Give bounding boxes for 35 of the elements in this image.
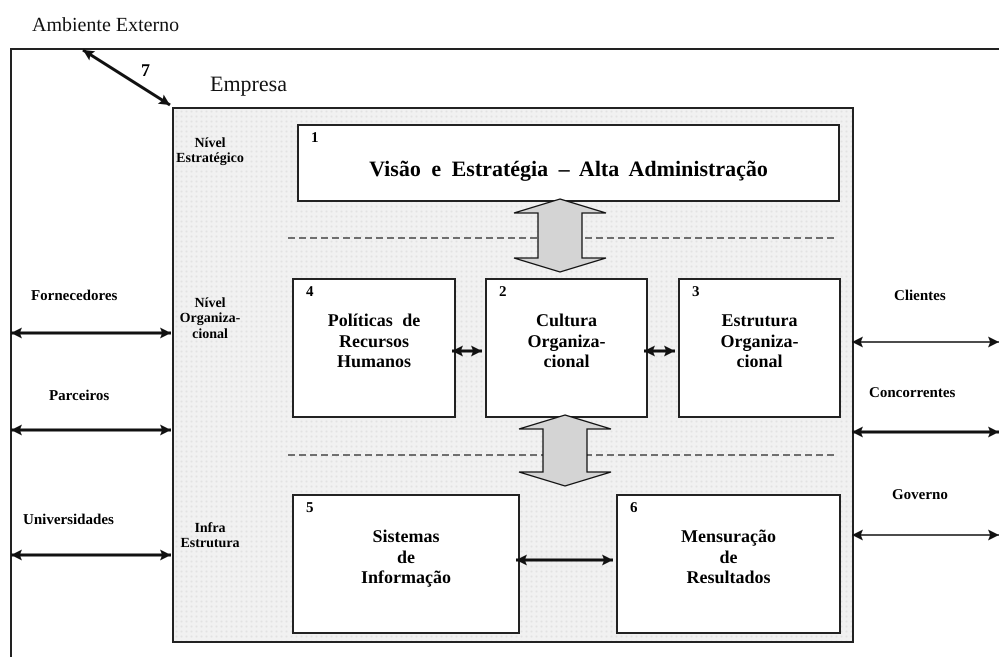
- process-box: [297, 124, 840, 202]
- level-label: Infra Estrutura: [179, 521, 241, 552]
- process-box: [678, 278, 841, 418]
- box-title: Políticas de Recursos Humanos: [326, 310, 422, 372]
- box-title: Mensuração de Resultados: [681, 526, 776, 588]
- block-arrow: [513, 198, 607, 273]
- box-number: 3: [692, 284, 700, 301]
- double-arrow: [11, 328, 171, 338]
- level-label: Nível Estratégico: [175, 136, 245, 167]
- box-title: Sistemas de Informação: [361, 526, 451, 588]
- block-arrow: [518, 414, 612, 487]
- process-box: [616, 494, 841, 634]
- process-box: [485, 278, 648, 418]
- double-arrow: [11, 424, 171, 436]
- box-number: 2: [499, 284, 506, 301]
- level-label: Nível Organiza- cional: [178, 296, 242, 342]
- group-heading: Ambiente Externo: [32, 14, 180, 37]
- box-title: Cultura Organiza- cional: [526, 310, 606, 372]
- process-box: [292, 278, 456, 418]
- box-number: 1: [311, 130, 318, 147]
- box-title: Estrutura Organiza- cional: [720, 310, 800, 372]
- box-number: 6: [630, 500, 638, 517]
- double-arrow: [516, 554, 613, 566]
- double-arrow: [644, 346, 675, 356]
- double-arrow: [852, 530, 999, 540]
- double-arrow: [852, 426, 999, 438]
- process-box: [292, 494, 520, 634]
- double-arrow: [11, 550, 171, 560]
- double-arrow: [452, 346, 482, 356]
- group-heading: Empresa: [210, 71, 287, 97]
- double-arrow: [82, 48, 171, 106]
- box-title: Visão e Estratégia – Alta Administração: [368, 156, 769, 182]
- box-number: 5: [306, 500, 314, 517]
- box-number: 4: [306, 284, 314, 301]
- double-arrow: [852, 336, 999, 348]
